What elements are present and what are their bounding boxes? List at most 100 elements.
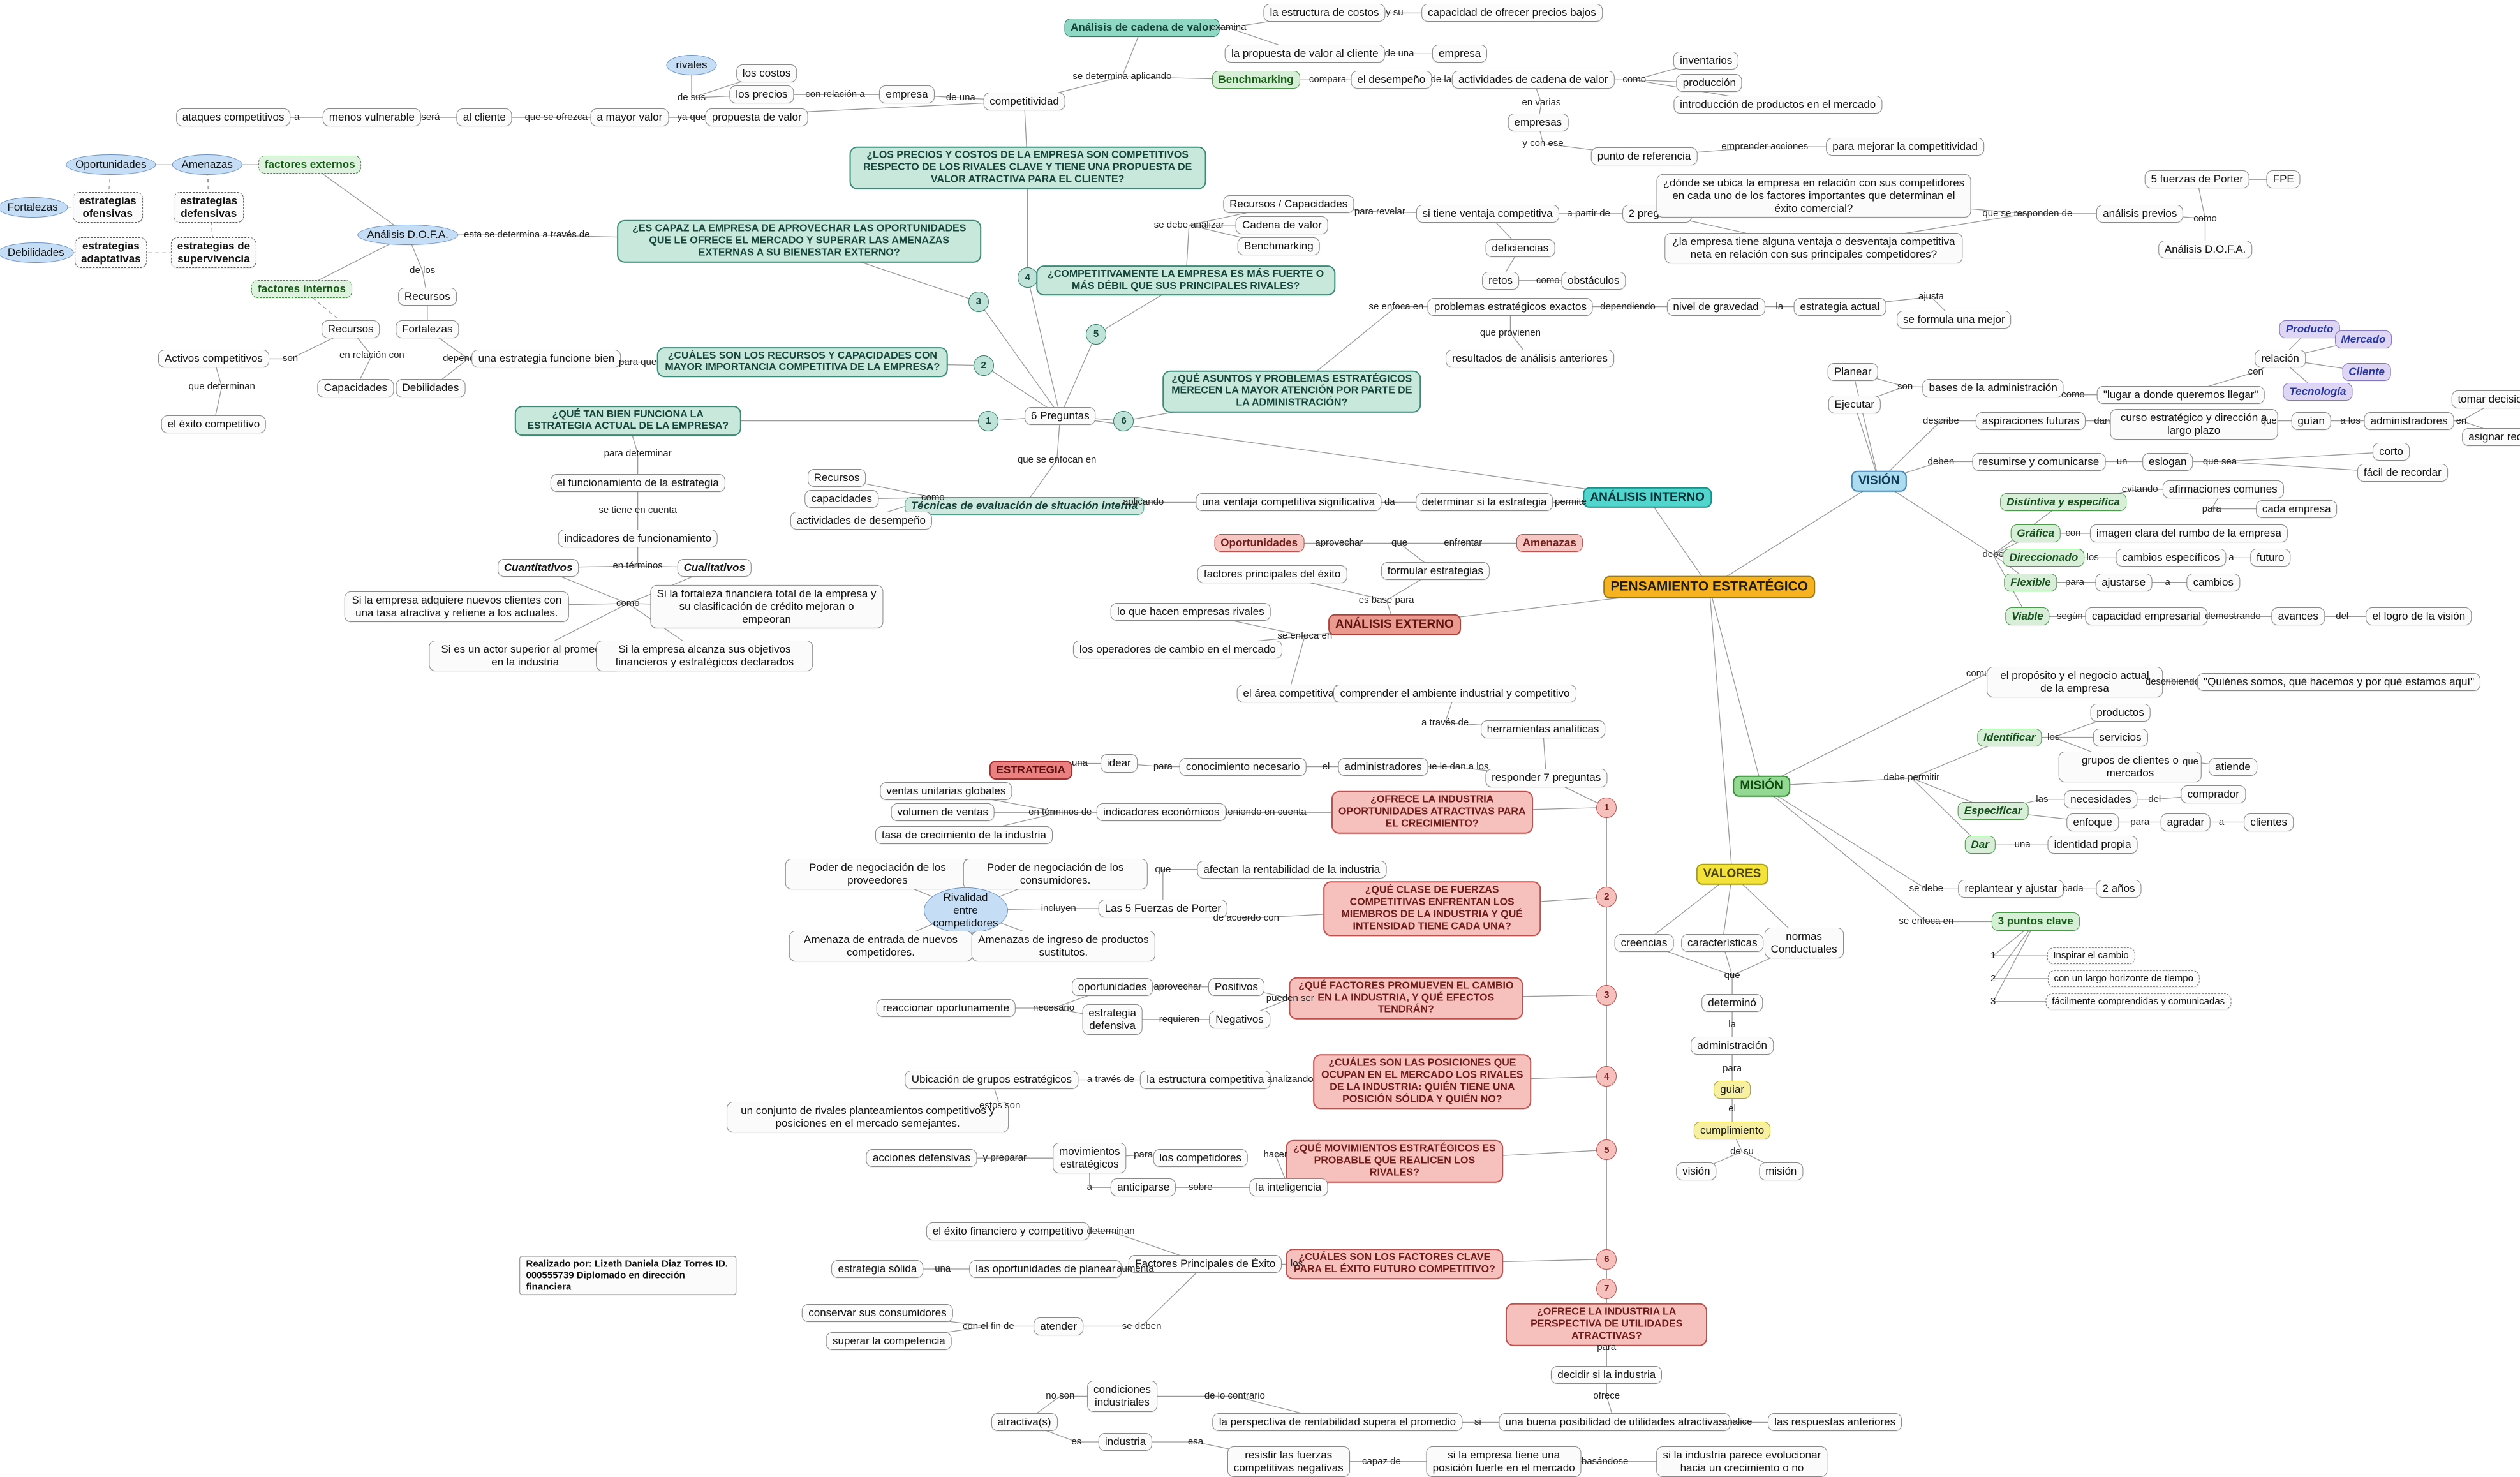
link-label-una-2[interactable]: una: [2014, 839, 2031, 850]
concept-logro-vision[interactable]: el logro de la visión: [2366, 607, 2472, 626]
concept-respuestas-anteriores[interactable]: las respuestas anteriores: [1768, 1413, 1902, 1432]
concept-vision[interactable]: VISIÓN: [1851, 470, 1907, 492]
link-label-se-enfoca-en-2[interactable]: se enfoca en: [1899, 916, 1954, 927]
concept-industria-evolucionar[interactable]: si la industria parece evolucionar hacia…: [1656, 1446, 1828, 1477]
concept-asignar-recursos[interactable]: asignar recursos: [2462, 428, 2520, 447]
concept-donde-se-ubica[interactable]: ¿dónde se ubica la empresa en relación c…: [1656, 174, 1971, 218]
link-label-que-se-responden[interactable]: que se responden de: [1982, 208, 2073, 219]
link-label-basandose[interactable]: basándose: [1581, 1455, 1629, 1467]
concept-cliente[interactable]: Cliente: [2342, 362, 2391, 381]
concept-cada-empresa[interactable]: cada empresa: [2255, 500, 2338, 518]
link-label-requieren[interactable]: requieren: [1159, 1014, 1200, 1025]
concept-identidad-propia[interactable]: identidad propia: [2047, 836, 2138, 854]
link-label-esta-se-determina[interactable]: esta se determina a través de: [463, 229, 590, 241]
concept-mision[interactable]: MISIÓN: [1733, 776, 1790, 797]
concept-capacidades-3[interactable]: capacidades: [804, 490, 878, 508]
concept-recursos-capacidades[interactable]: Recursos / Capacidades: [1223, 195, 1354, 213]
link-label-segun[interactable]: según: [2056, 611, 2083, 622]
link-label-una-4[interactable]: una: [935, 1263, 951, 1275]
concept-pq3[interactable]: ¿QUÉ FACTORES PROMUEVEN EL CAMBIO EN LA …: [1289, 977, 1523, 1020]
link-label-ya-que[interactable]: ya que: [677, 112, 706, 123]
concept-indicadores-economicos[interactable]: indicadores económicos: [1097, 803, 1226, 822]
link-label-sera[interactable]: será: [421, 112, 440, 123]
concept-los-precios[interactable]: los precios: [729, 85, 794, 104]
concept-amenaza-entrada[interactable]: Amenaza de entrada de nuevos competidore…: [789, 930, 973, 961]
concept-productos-2[interactable]: productos: [2090, 704, 2151, 722]
concept-rivales[interactable]: rivales: [666, 55, 717, 76]
concept-una-estrategia-funcione[interactable]: una estrategia funcione bien: [471, 350, 621, 368]
link-label-del-2[interactable]: del: [2336, 611, 2349, 622]
link-label-se-deben[interactable]: se deben: [1122, 1320, 1162, 1332]
concept-pn7[interactable]: 7: [1596, 1278, 1617, 1299]
concept-el-desempeno[interactable]: el desempeño: [1351, 71, 1432, 89]
concept-competitividad[interactable]: competitividad: [983, 92, 1065, 110]
concept-curso-estrategico[interactable]: curso estratégico y dirección a largo pl…: [2110, 408, 2278, 440]
concept-empresas-3[interactable]: empresas: [1508, 113, 1569, 131]
link-label-los-2[interactable]: los: [2086, 552, 2099, 563]
link-label-con-4[interactable]: con: [2248, 366, 2264, 378]
concept-una-ventaja-comp[interactable]: una ventaja competitiva significativa: [1196, 493, 1382, 512]
link-label-la-lbl[interactable]: la: [1775, 301, 1784, 312]
concept-aspiraciones-futuras[interactable]: aspiraciones futuras: [1975, 412, 2086, 430]
concept-factores-internos[interactable]: factores internos: [251, 279, 352, 298]
link-label-para-6[interactable]: para: [1153, 761, 1173, 772]
concept-poder-consumidores[interactable]: Poder de negociación de los consumidores…: [963, 859, 1148, 890]
concept-problemas-estrategicos[interactable]: problemas estratégicos exactos: [1427, 297, 1593, 316]
link-label-como-7[interactable]: como: [921, 491, 945, 503]
concept-tasa-crecimiento[interactable]: tasa de crecimiento de la industria: [875, 826, 1053, 844]
link-label-es-lbl[interactable]: es: [1071, 1436, 1082, 1448]
link-label-tp1[interactable]: 1: [1990, 950, 1996, 961]
link-label-no-son[interactable]: no son: [1046, 1390, 1075, 1402]
link-label-como-3[interactable]: como: [616, 598, 640, 609]
concept-flexible[interactable]: Flexible: [2004, 573, 2057, 591]
link-label-debe-2[interactable]: debe: [1982, 549, 2004, 560]
link-label-de-su[interactable]: de su: [1730, 1146, 1754, 1157]
concept-las-5-fuerzas[interactable]: Las 5 Fuerzas de Porter: [1098, 899, 1228, 918]
concept-grupos-clientes[interactable]: grupos de clientes o mercados: [2058, 751, 2202, 782]
concept-negativos[interactable]: Negativos: [1209, 1010, 1270, 1028]
link-label-determinan[interactable]: determinan: [1086, 1226, 1135, 1237]
concept-guiar[interactable]: guiar: [1714, 1080, 1751, 1099]
concept-recursos-2[interactable]: Recursos: [321, 320, 380, 339]
concept-administracion-3[interactable]: administración: [1691, 1036, 1774, 1055]
concept-recursos-1[interactable]: Recursos: [397, 288, 457, 306]
concept-factores-principales-2[interactable]: Factores Principales de Éxito: [1129, 1255, 1282, 1273]
link-label-a-traves-de-1[interactable]: a través de: [1421, 716, 1469, 728]
concept-responder-7[interactable]: responder 7 preguntas: [1485, 769, 1608, 787]
link-label-de-los[interactable]: de los: [410, 265, 436, 276]
concept-anticiparse[interactable]: anticiparse: [1111, 1178, 1176, 1197]
concept-producto[interactable]: Producto: [2279, 320, 2340, 339]
link-label-aumenta[interactable]: aumenta: [1116, 1263, 1154, 1275]
concept-pq6[interactable]: ¿CUÁLES SON LOS FACTORES CLAVE PARA EL É…: [1286, 1249, 1504, 1280]
concept-produccion[interactable]: producción: [1676, 74, 1742, 93]
concept-empresa-1[interactable]: empresa: [879, 85, 935, 104]
link-label-aplicando[interactable]: aplicando: [1123, 496, 1164, 508]
concept-empresa-2[interactable]: empresa: [1432, 45, 1488, 63]
concept-direccionado[interactable]: Direccionado: [2003, 549, 2085, 567]
link-label-que-determinan[interactable]: que determinan: [188, 381, 255, 392]
concept-pensamiento-estrategico[interactable]: PENSAMIENTO ESTRATÉGICO: [1603, 575, 1816, 598]
concept-los-costos[interactable]: los costos: [736, 64, 797, 83]
link-label-que-3[interactable]: que: [2182, 756, 2199, 768]
concept-facil-recordar[interactable]: fácil de recordar: [2357, 464, 2448, 482]
concept-ventas-unitarias[interactable]: ventas unitarias globales: [880, 782, 1012, 800]
concept-analisis-dofa-2[interactable]: Análisis D.O.F.A.: [2158, 241, 2253, 259]
link-label-esa-lbl[interactable]: esa: [1187, 1436, 1204, 1448]
concept-formular-estrategias[interactable]: formular estrategias: [1381, 561, 1490, 580]
concept-administradores-3[interactable]: administradores: [1338, 757, 1428, 776]
link-label-enfrentar[interactable]: enfrentar: [1444, 537, 1483, 549]
concept-tomar-decisiones[interactable]: tomar decisiones: [2451, 390, 2520, 409]
link-label-debe-permitir[interactable]: debe permitir: [1883, 772, 1940, 783]
concept-pn6[interactable]: 6: [1596, 1249, 1617, 1270]
concept-bases-administracion[interactable]: bases de la administración: [1922, 379, 2064, 397]
concept-estrategia-defensiva[interactable]: estrategia defensiva: [1082, 1004, 1143, 1035]
concept-estrategia-box[interactable]: ESTRATEGIA: [989, 760, 1072, 780]
concept-n4[interactable]: 4: [1017, 267, 1038, 288]
concept-capacidad-empresarial[interactable]: capacidad empresarial: [2085, 607, 2208, 626]
concept-analisis-cadena-valor[interactable]: Análisis de cadena de valor: [1064, 19, 1220, 37]
concept-dos-anos[interactable]: 2 años: [2096, 880, 2142, 898]
concept-ajustarse[interactable]: ajustarse: [2095, 573, 2153, 591]
link-label-que-se-enfocan-en[interactable]: que se enfocan en: [1017, 454, 1097, 466]
concept-debilidades-oval[interactable]: Debilidades: [0, 242, 74, 263]
link-label-da[interactable]: da: [1384, 496, 1395, 508]
